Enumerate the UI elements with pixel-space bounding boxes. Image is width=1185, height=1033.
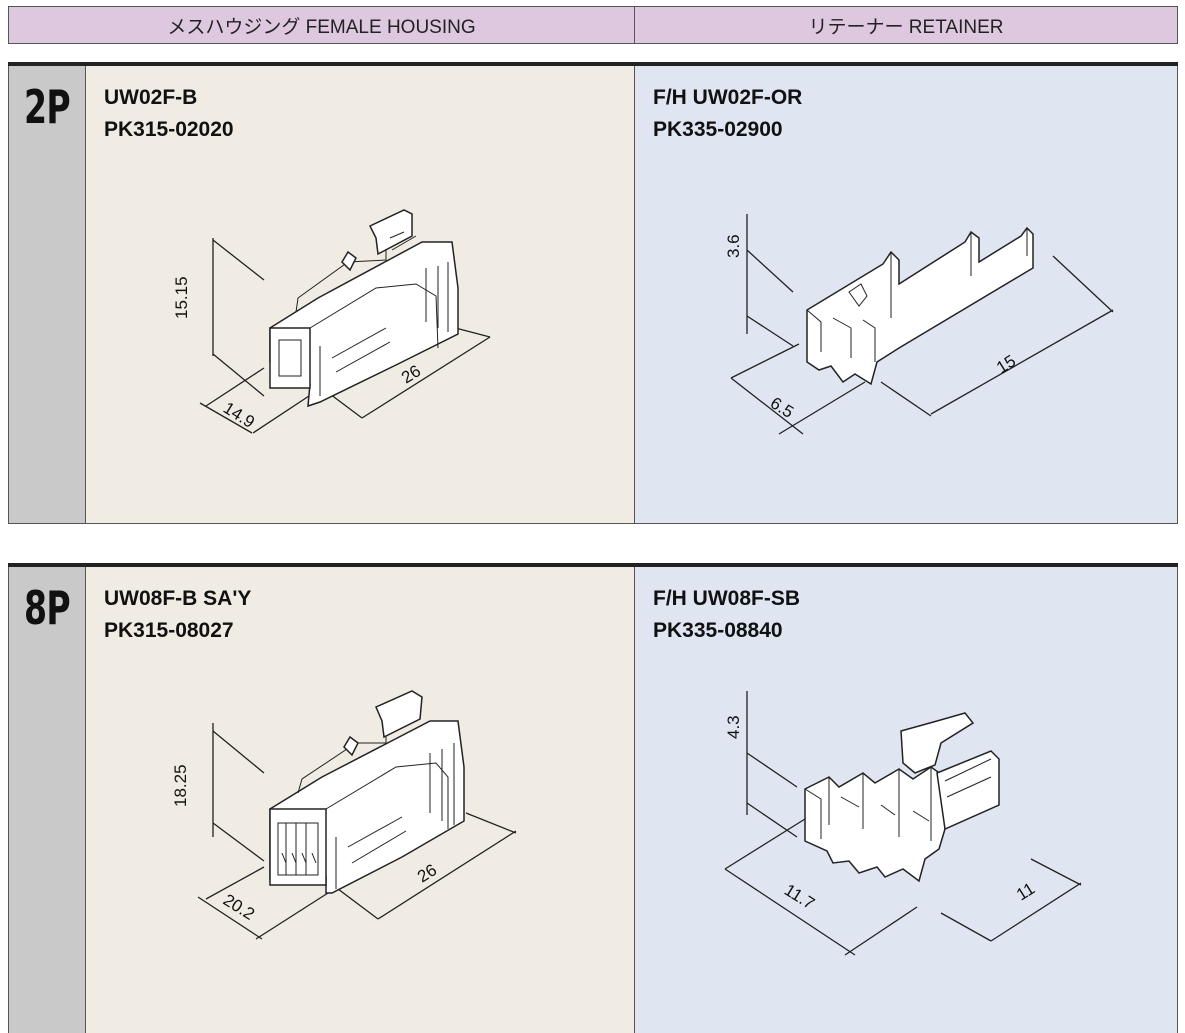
retainer-drawing: 4.3 11.7 11 <box>724 691 1082 956</box>
pin-count-cell: 2P <box>8 66 86 523</box>
retainer-part-number: PK335-08840 <box>653 619 783 642</box>
retainer-panel: F/H UW02F-OR PK335-02900 3.6 6.5 15 <box>635 66 1178 523</box>
retainer-panel: F/H UW08F-SB PK335-08840 4.3 11.7 11 <box>635 567 1178 1033</box>
housing-drawing: 15.15 14.9 26 <box>172 209 491 434</box>
dimension-label-height: 4.3 <box>724 715 743 739</box>
retainer-column-header: リテーナー RETAINER <box>808 16 1004 38</box>
dimension-label-width: 6.5 <box>767 393 797 422</box>
table-row-2p: 2P UW02F-B PK315-02020 15.15 14.9 26 <box>8 62 1178 524</box>
retainer-part-label: F/H UW08F-SB PK335-08840 <box>653 583 800 647</box>
housing-name: UW08F-B SA'Y <box>104 587 252 610</box>
pin-count-badge: 8P <box>24 581 71 635</box>
housing-drawing: 18.25 20.2 26 <box>171 690 517 940</box>
dimension-label-length: 11 <box>1013 879 1038 904</box>
housing-part-number: PK315-02020 <box>104 118 234 141</box>
dimension-label-height: 18.25 <box>171 764 190 807</box>
retainer-name: F/H UW08F-SB <box>653 587 800 610</box>
housing-name: UW02F-B <box>104 86 198 109</box>
housing-panel: UW02F-B PK315-02020 15.15 14.9 26 <box>86 66 635 523</box>
housing-panel: UW08F-B SA'Y PK315-08027 18.25 20.2 26 <box>86 567 635 1033</box>
dimension-label-width: 14.9 <box>220 398 258 432</box>
housing-part-label: UW02F-B PK315-02020 <box>104 82 234 146</box>
retainer-part-number: PK335-02900 <box>653 118 783 141</box>
retainer-part-label: F/H UW02F-OR PK335-02900 <box>653 82 802 146</box>
housing-part-number: PK315-08027 <box>104 619 234 642</box>
retainer-drawing: 3.6 6.5 15 <box>724 214 1114 435</box>
dimension-label-length: 15 <box>993 351 1019 377</box>
pin-count-badge: 2P <box>24 80 71 134</box>
dimension-label-width: 20.2 <box>220 890 258 924</box>
dimension-label-height: 15.15 <box>172 276 191 319</box>
table-row-8p: 8P UW08F-B SA'Y PK315-08027 18.25 20.2 2… <box>8 563 1178 1033</box>
dimension-label-height: 3.6 <box>724 234 743 258</box>
pin-count-cell: 8P <box>8 567 86 1033</box>
female-housing-column-header: メスハウジング FEMALE HOUSING <box>9 7 635 43</box>
dimension-label-width: 11.7 <box>781 880 818 913</box>
table-header: メスハウジング FEMALE HOUSING リテーナー RETAINER <box>8 6 1178 44</box>
housing-part-label: UW08F-B SA'Y PK315-08027 <box>104 583 251 647</box>
retainer-name: F/H UW02F-OR <box>653 86 803 109</box>
dimension-label-length: 26 <box>398 361 424 387</box>
